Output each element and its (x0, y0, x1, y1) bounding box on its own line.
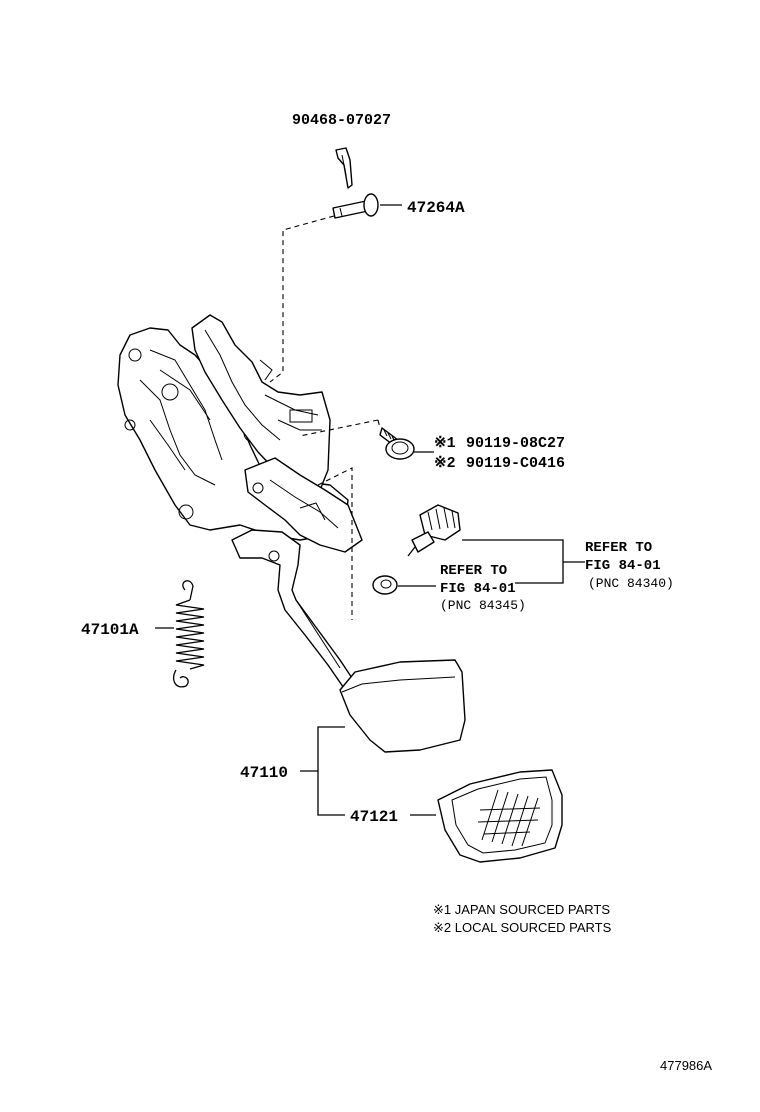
pedal-callout-bracket (317, 726, 345, 816)
pedal-pad-cover-part[interactable] (437, 769, 563, 863)
spring-part-number[interactable]: 47101A (81, 621, 139, 639)
nut-ref-pnc: (PNC 84345) (440, 598, 526, 613)
bolt-japan-mark: ※1 (434, 435, 456, 452)
clip-part[interactable] (335, 147, 353, 189)
bolt-japan-part-number[interactable]: 90119-08C27 (466, 435, 565, 452)
bolt-local-part-number[interactable]: 90119-C0416 (466, 455, 565, 472)
sensor-ref-line2[interactable]: FIG 84-01 (585, 558, 661, 574)
pedal-pad-part[interactable] (339, 659, 466, 753)
nut-ref-line1: REFER TO (440, 563, 507, 579)
stop-lamp-switch-part[interactable] (407, 504, 461, 557)
figure-id: 477986A (660, 1058, 712, 1073)
switch-assembly-line (317, 467, 353, 620)
sensor-ref-line1: REFER TO (585, 540, 652, 556)
bolt-local-mark: ※2 (434, 455, 456, 472)
note-local-sourced: ※2 LOCAL SOURCED PARTS (433, 920, 612, 935)
pedal-bracket-part[interactable] (117, 314, 363, 553)
bolt-assembly-line (299, 419, 381, 437)
clip-part-number[interactable]: 90468-07027 (292, 112, 391, 129)
pin-part-number[interactable]: 47264A (407, 199, 465, 217)
pedal-pad-part-number[interactable]: 47121 (350, 808, 398, 826)
pedal-arm-part-number[interactable]: 47110 (240, 764, 288, 782)
nut-ref-line2[interactable]: FIG 84-01 (440, 581, 516, 597)
pin-assembly-line (269, 215, 335, 383)
bolt-part[interactable] (379, 427, 415, 460)
note-japan-sourced: ※1 JAPAN SOURCED PARTS (433, 902, 610, 917)
pin-part[interactable] (332, 193, 379, 219)
return-spring-part[interactable] (172, 580, 205, 688)
nut-part[interactable] (372, 575, 398, 595)
pedal-lever-arm[interactable] (231, 529, 361, 695)
sensor-ref-pnc: (PNC 84340) (588, 576, 674, 591)
